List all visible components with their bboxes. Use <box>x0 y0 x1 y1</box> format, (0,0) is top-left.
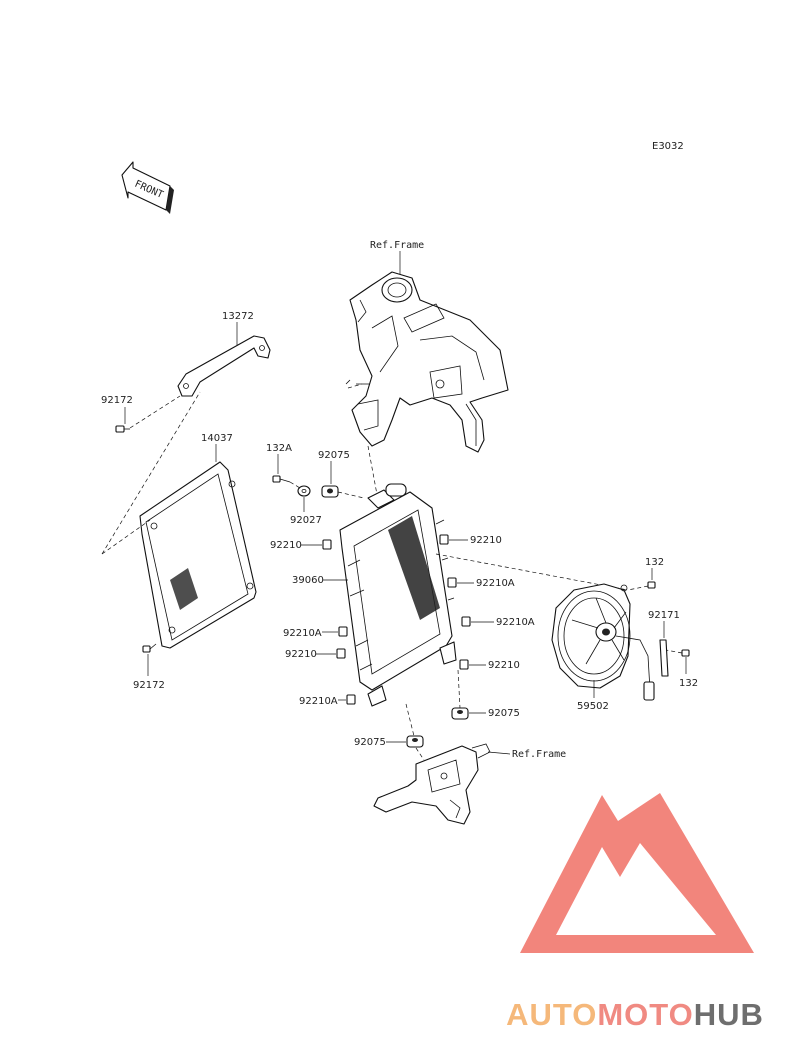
clip-92210a-l2 <box>346 694 356 705</box>
ref-frame-top-label: Ref.Frame <box>370 240 424 251</box>
callout-92210-l2: 92210 <box>285 649 317 660</box>
watermark-logo: AUTOMOTOHUB <box>470 785 800 1047</box>
callout-92075-right: 92075 <box>488 708 520 719</box>
bolt-132-top <box>647 581 656 589</box>
callout-14037: 14037 <box>201 433 233 444</box>
callout-132a: 132A <box>266 443 292 454</box>
callout-92210a-l2: 92210A <box>299 696 338 707</box>
ref-frame-bottom-label: Ref.Frame <box>512 749 566 760</box>
callout-92171: 92171 <box>648 610 680 621</box>
clip-92210-r2 <box>459 659 469 670</box>
callout-132-bottom: 132 <box>679 678 698 689</box>
clip-92210a-l1 <box>338 626 348 637</box>
radiator-screen-14037 <box>139 461 257 649</box>
callout-92172-top: 92172 <box>101 395 133 406</box>
bracket-13272 <box>177 335 271 397</box>
callout-92172-bottom: 92172 <box>133 680 165 691</box>
bolt-132a <box>272 475 291 483</box>
callout-92210a-r1: 92210A <box>476 578 515 589</box>
diagram-code: E3032 <box>652 141 684 152</box>
bolt-92172-bottom <box>142 643 157 653</box>
callout-92210a-r2: 92210A <box>496 617 535 628</box>
callout-92027: 92027 <box>290 515 322 526</box>
callout-39060: 39060 <box>292 575 324 586</box>
strap-92171 <box>659 639 669 677</box>
automotohub-mark-icon <box>520 793 754 953</box>
callout-132-top: 132 <box>645 557 664 568</box>
watermark-text-auto: AUTO <box>506 997 598 1032</box>
callout-92210a-l1: 92210A <box>283 628 322 639</box>
clip-92210-r1 <box>439 534 449 545</box>
watermark-text-moto: MOTO <box>597 997 694 1032</box>
bolt-92172-top <box>115 425 130 433</box>
clip-92210a-r2 <box>461 616 471 627</box>
clip-92210-l2 <box>336 648 346 659</box>
lower-frame-bracket <box>373 743 491 825</box>
grommet-92075-bottom <box>406 735 424 748</box>
callout-92075-bottom: 92075 <box>354 737 386 748</box>
callout-92210-r2: 92210 <box>488 660 520 671</box>
callout-13272: 13272 <box>222 311 254 322</box>
radiator-39060 <box>339 483 457 707</box>
callout-92210-r1: 92210 <box>470 535 502 546</box>
callout-92075-top: 92075 <box>318 450 350 461</box>
front-arrow-icon: FRONT <box>121 161 174 214</box>
bolt-132-bottom <box>681 649 690 657</box>
watermark-text: AUTOMOTOHUB <box>470 997 800 1033</box>
watermark-text-hub: HUB <box>693 997 764 1032</box>
callout-59502: 59502 <box>577 701 609 712</box>
grommet-92075-right <box>451 707 469 720</box>
grommet-92075-top <box>321 485 339 498</box>
clip-92210-l1 <box>322 539 332 550</box>
cooling-fan-59502 <box>551 583 655 701</box>
upper-frame-section <box>345 271 509 453</box>
callout-92210-l1: 92210 <box>270 540 302 551</box>
washer-92027 <box>297 485 311 497</box>
clip-92210a-r1 <box>447 577 457 588</box>
